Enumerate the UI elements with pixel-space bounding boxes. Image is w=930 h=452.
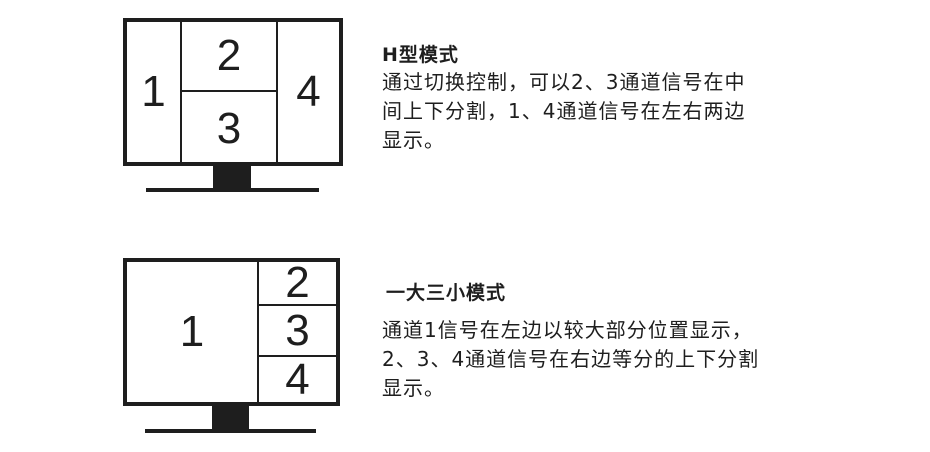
monitor-stand-base <box>145 429 316 433</box>
mode-description: 通过切换控制，可以2、3通道信号在中 间上下分割，1、4通道信号在左右两边 显示… <box>382 68 822 155</box>
description-line: 通道1信号在左边以较大部分位置显示， <box>382 318 753 342</box>
pane-divider <box>258 355 337 357</box>
description-line: 2、3、4通道信号在右边等分的上下分割 <box>382 347 760 371</box>
pane-3-label: 3 <box>216 104 242 153</box>
mode-title: H型模式 <box>382 44 459 66</box>
pane-divider <box>258 304 337 306</box>
pane-1-label: 1 <box>141 67 166 116</box>
mode-title: 一大三小模式 <box>386 282 507 304</box>
pane-divider <box>180 20 182 164</box>
pane-2-label: 2 <box>285 258 310 307</box>
description-line: 通过切换控制，可以2、3通道信号在中 <box>382 70 746 94</box>
description-line: 显示。 <box>382 128 445 152</box>
h-mode-screen <box>123 18 343 166</box>
one-large-three-small-screen <box>123 258 340 406</box>
description-line: 间上下分割，1、4通道信号在左右两边 <box>382 99 746 123</box>
pane-1-label: 1 <box>179 307 205 356</box>
description-line: 显示。 <box>382 376 445 400</box>
pane-divider <box>257 260 259 404</box>
pane-4-label: 4 <box>296 67 321 116</box>
pane-2-label: 2 <box>216 31 242 80</box>
monitor-stand-base <box>146 188 319 192</box>
pane-divider <box>276 20 278 164</box>
pane-divider <box>181 90 277 92</box>
monitor-stand-neck <box>212 405 249 430</box>
pane-3-label: 3 <box>285 305 310 355</box>
mode-description: 通道1信号在左边以较大部分位置显示， 2、3、4通道信号在右边等分的上下分割 显… <box>382 316 822 403</box>
monitor-stand-neck <box>213 165 251 189</box>
pane-4-label: 4 <box>285 355 310 404</box>
